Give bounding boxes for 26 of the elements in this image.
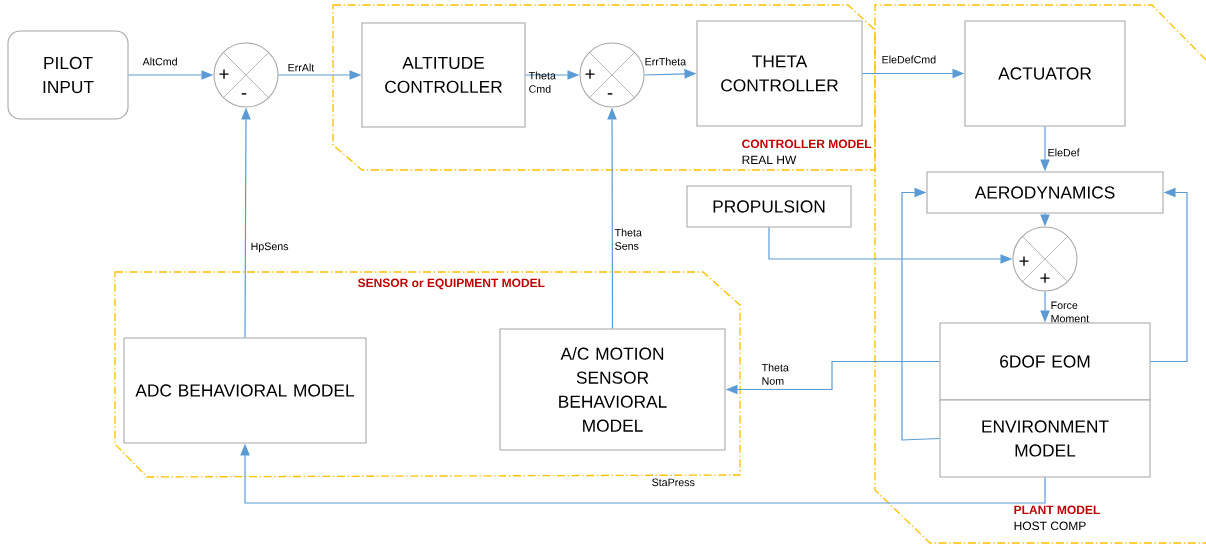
edge-label: AltCmd <box>142 57 177 66</box>
edge-label: StaPress <box>652 478 695 487</box>
summing-junction: + + <box>1012 226 1078 292</box>
edge-label: ErrAlt <box>288 63 315 72</box>
block-box: PILOT INPUT <box>7 30 129 120</box>
edge-label: Force Moment <box>1051 301 1090 323</box>
edge-label: EleDef <box>1048 148 1080 157</box>
block-box: ALTITUDE CONTROLLER <box>361 22 526 128</box>
block-box: PROPULSION <box>686 185 852 228</box>
block-box: ACTUATOR <box>964 20 1126 127</box>
edge-label: ErrTheta <box>645 57 687 66</box>
edge-label: EleDefCmd <box>882 55 936 64</box>
block-box: THETA CONTROLLER <box>696 20 863 127</box>
edge-label: Theta Sens <box>614 228 642 250</box>
block-box: 6DOF EOM <box>939 322 1151 401</box>
arrow <box>901 187 941 441</box>
block-box: A/C MOTION SENSOR BEHAVIORAL MODEL <box>499 328 726 451</box>
edge-label: HpSens <box>251 242 289 253</box>
block-box: ENVIRONMENT MODEL <box>939 399 1151 478</box>
block-box: ADC BEHAVIORAL MODEL <box>123 337 367 444</box>
edge-label: Theta Nom <box>761 363 789 385</box>
block-box: AERODYNAMICS <box>926 171 1164 214</box>
arrow <box>1149 187 1188 363</box>
summing-junction: + - <box>579 42 645 108</box>
edge-label: Theta Cmd <box>528 71 556 93</box>
summing-junction: + - <box>213 42 279 108</box>
